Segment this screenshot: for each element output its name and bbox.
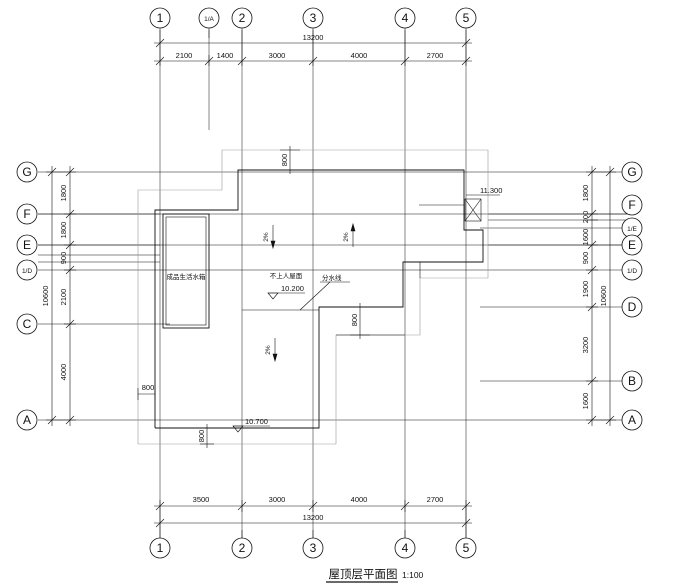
water-tank-inner	[165, 216, 207, 326]
vertical-grid-lines	[159, 30, 467, 538]
ridge-line-label: 分水线	[322, 273, 342, 282]
water-tank-label: 成品生活水箱	[167, 272, 207, 281]
roof-main-outline	[154, 169, 484, 429]
slope-label-1: 2%	[263, 232, 270, 242]
ridge-leader	[299, 281, 350, 311]
slope-label-3: 2%	[265, 345, 272, 355]
bottom-axis-bubbles	[149, 530, 477, 559]
axis-label-bottom-4: 4	[402, 541, 409, 555]
right-total-dim: 10600	[599, 286, 608, 307]
axis-label-top-3: 3	[310, 11, 317, 25]
dim-800-bottom	[200, 424, 214, 448]
dim-800-mid	[350, 303, 370, 339]
right-dim-2: 200	[581, 211, 590, 224]
left-dim-5: 4000	[59, 364, 68, 381]
right-dim-6: 3200	[581, 337, 590, 354]
axis-strokes	[38, 213, 630, 263]
axis-label-left-1d: 1/D	[22, 268, 32, 275]
right-dim-3: 1600	[581, 229, 590, 246]
slope-arrows	[270, 222, 356, 363]
axis-label-left-f: F	[23, 207, 30, 221]
left-dim-4: 2100	[59, 289, 68, 306]
right-dim-1: 1800	[581, 185, 590, 202]
axis-label-top-5: 5	[463, 11, 470, 25]
right-axis-bubbles	[621, 161, 643, 431]
axis-label-right-g: G	[627, 165, 636, 179]
horizontal-grid-lines	[38, 171, 630, 421]
axis-label-bottom-1: 1	[157, 541, 164, 555]
left-dim-1: 1800	[59, 185, 68, 202]
dim-800-top	[280, 146, 300, 174]
axis-label-right-1d: 1/D	[627, 268, 637, 275]
axis-label-right-b: B	[628, 374, 636, 388]
axis-label-right-e: E	[628, 238, 636, 252]
dim-800-c: 800	[142, 383, 155, 392]
elevation-marker-10700	[232, 425, 270, 433]
dim-800-a: 800	[280, 154, 289, 167]
bottom-dim-1: 3500	[193, 495, 210, 504]
roof-eave-outline	[137, 149, 489, 445]
roof-inner-lines	[242, 204, 464, 336]
top-dim-2: 1400	[217, 51, 234, 60]
axis-label-top-4: 4	[402, 11, 409, 25]
bottom-total-dim: 13200	[303, 513, 324, 522]
axis-label-top-1: 1	[157, 11, 164, 25]
drawing-title: 屋顶层平面图	[329, 568, 398, 581]
axis-label-bottom-3: 3	[310, 541, 317, 555]
axis-label-bottom-2: 2	[239, 541, 246, 555]
elevation-marker-10200	[267, 292, 305, 300]
right-dim-5: 1900	[581, 281, 590, 298]
roof-vent-symbol	[464, 194, 500, 222]
top-dim-3: 3000	[269, 51, 286, 60]
axis-label-right-f: F	[628, 198, 635, 212]
elev-10200: 10.200	[281, 284, 304, 293]
dim-800-left	[137, 388, 156, 400]
axis-label-right-d: D	[628, 300, 637, 314]
bottom-dim-2: 3000	[269, 495, 286, 504]
slope-label-2: 2%	[343, 232, 350, 242]
left-axis-bubbles	[16, 161, 38, 431]
axis-label-left-a: A	[23, 413, 31, 427]
right-dim-7: 1600	[581, 393, 590, 410]
axis-label-bottom-5: 5	[463, 541, 470, 555]
top-dim-4: 4000	[351, 51, 368, 60]
left-dim-2: 1800	[59, 222, 68, 239]
bottom-dimension-chain	[154, 500, 472, 530]
top-dim-5: 2700	[427, 51, 444, 60]
axis-label-left-c: C	[23, 317, 32, 331]
water-tank	[162, 213, 210, 329]
axis-label-left-e: E	[23, 238, 31, 252]
no-access-roof-label: 不上人屋面	[270, 271, 303, 280]
bottom-dim-4: 2700	[427, 495, 444, 504]
axis-label-top-1a: 1/A	[204, 16, 214, 23]
axis-label-top-2: 2	[239, 11, 246, 25]
axis-label-left-g: G	[22, 165, 31, 179]
drawing-scale: 1:100	[402, 570, 424, 580]
dim-800-b: 800	[350, 314, 359, 327]
axis-label-right-1e: 1/E	[627, 226, 637, 233]
right-dimension-chain	[586, 166, 616, 426]
elev-10700: 10.700	[245, 417, 268, 426]
left-dimension-chain	[46, 166, 76, 426]
left-total-dim: 10600	[41, 286, 50, 307]
elev-11300: 11.300	[480, 186, 502, 195]
bottom-dim-3: 4000	[351, 495, 368, 504]
top-dim-1: 2100	[176, 51, 193, 60]
left-dim-3: 900	[59, 252, 68, 265]
axis-label-right-a: A	[628, 413, 636, 427]
right-dim-4: 900	[581, 252, 590, 265]
top-dimension-chain	[154, 38, 472, 66]
dim-800-d: 800	[197, 430, 206, 443]
top-axis-bubbles	[149, 7, 477, 38]
